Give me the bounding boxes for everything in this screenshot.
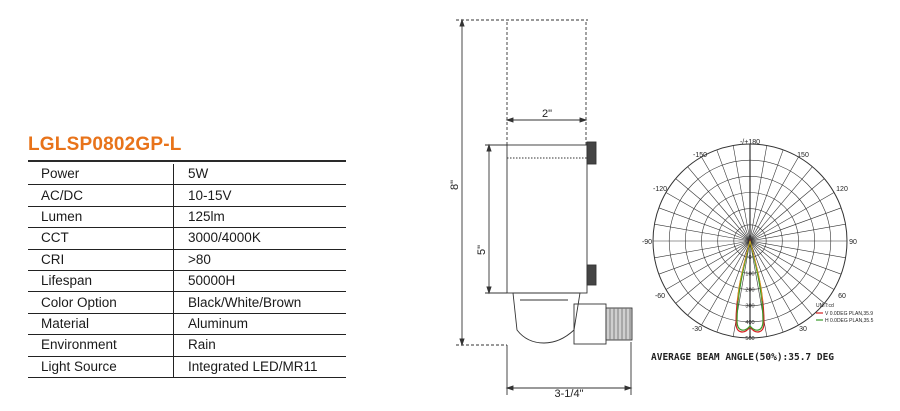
spec-label: Lifespan xyxy=(28,270,174,293)
radial-value-label: 400 xyxy=(745,320,754,326)
title-divider xyxy=(28,160,346,162)
beam-angle-caption: AVERAGE BEAM ANGLE(50%):35.7 DEG xyxy=(651,352,834,363)
spec-value: 5W xyxy=(173,164,346,186)
spec-label: AC/DC xyxy=(28,184,174,207)
dim-width-base-label: 3-1/4" xyxy=(555,388,584,400)
top-knob xyxy=(586,141,597,165)
spec-value: 50000H xyxy=(173,270,346,293)
spec-value: 3000/4000K xyxy=(173,227,346,250)
spec-value: 10-15V xyxy=(173,184,346,207)
angle-label-n60: -60 xyxy=(655,293,665,300)
angle-label-90: 90 xyxy=(849,239,857,246)
radial-value-label: 200 xyxy=(745,288,754,294)
spec-value: Integrated LED/MR11 xyxy=(173,356,346,378)
radial-value-label: 500 xyxy=(745,336,754,342)
radial-value-label: 100 xyxy=(745,271,754,277)
product-model-title: LGLSP0802GP-L xyxy=(28,134,182,155)
fixture-body xyxy=(506,144,588,294)
angle-label-n30: -30 xyxy=(692,326,702,333)
spec-row: CRI>80 xyxy=(28,249,346,271)
h-plane-curve xyxy=(736,240,764,331)
spec-label: CCT xyxy=(28,227,174,250)
legend-v-plane: V 0.0DEG PLAN,35.9 xyxy=(825,311,873,317)
angle-label-n150: -150 xyxy=(693,152,707,159)
angle-label-150: 150 xyxy=(797,152,809,159)
spec-value: Black/White/Brown xyxy=(173,291,346,314)
spec-value: Rain xyxy=(173,334,346,357)
bottom-knob xyxy=(586,264,597,286)
angle-label-n120: -120 xyxy=(653,186,667,193)
polar-diagram xyxy=(652,143,848,339)
fixture-base xyxy=(512,292,581,344)
spec-label: Lumen xyxy=(28,206,174,229)
dim-width-top-label: 2" xyxy=(542,108,552,120)
dim-height-total-label: 8" xyxy=(449,180,461,190)
radial-value-label: 300 xyxy=(745,304,754,310)
spec-label: Material xyxy=(28,313,174,336)
angle-label-60: 60 xyxy=(838,293,846,300)
fixture-dimension-drawing xyxy=(456,18,633,395)
spec-value: >80 xyxy=(173,249,346,271)
angle-label-30: 30 xyxy=(799,326,807,333)
dim-height-body-label: 5" xyxy=(476,245,488,255)
spec-label: Light Source xyxy=(28,356,174,378)
angle-label-180: -/+180 xyxy=(740,139,760,146)
angle-label-n90: -90 xyxy=(642,239,652,246)
spec-label: Power xyxy=(28,164,174,186)
legend-h-plane: H 0.0DEG PLAN,35.5 xyxy=(825,318,874,324)
spec-value: 125lm xyxy=(173,206,346,229)
threaded-connector xyxy=(573,303,607,345)
angle-label-120: 120 xyxy=(836,186,848,193)
unit-label: UNIT:cd xyxy=(816,303,834,309)
spec-label: CRI xyxy=(28,249,174,271)
radial-value-label: 0 xyxy=(748,255,751,261)
spec-label: Color Option xyxy=(28,291,174,314)
spec-label: Environment xyxy=(28,334,174,357)
spec-value: Aluminum xyxy=(173,313,346,336)
